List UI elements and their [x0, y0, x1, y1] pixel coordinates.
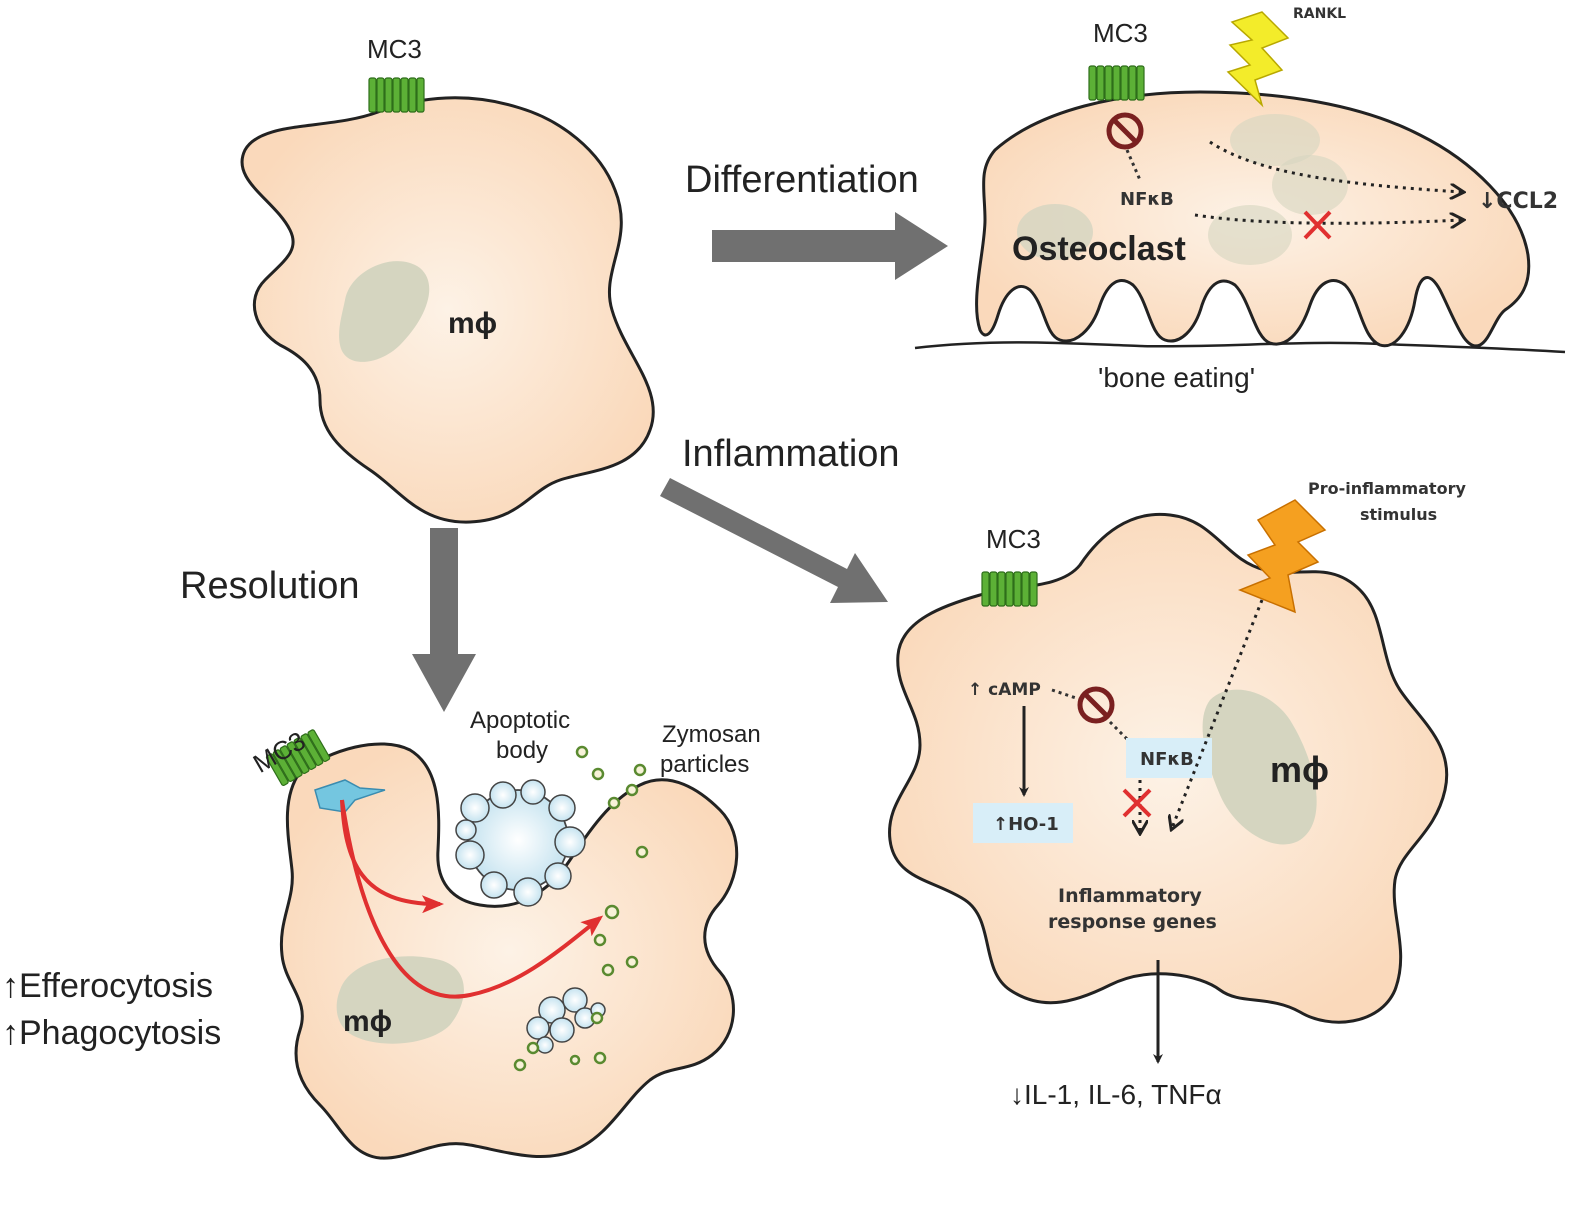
osteoclast-nucleus-3	[1272, 155, 1348, 215]
resolution-label: Resolution	[180, 565, 360, 607]
zymosan-label-1: Zymosan	[662, 721, 761, 748]
resting-macrophage-membrane	[240, 96, 655, 524]
camp-dotted-link	[1051, 688, 1083, 702]
cytokines-label: ↓IL-1, IL-6, TNFα	[1010, 1079, 1222, 1110]
mc3-receptor-inflamed	[981, 571, 1038, 607]
osteoclast-label: Osteoclast	[1012, 230, 1186, 268]
nfkb-box	[1126, 738, 1212, 778]
camp-label: ↑ cAMP	[968, 680, 1041, 700]
resolving-macrophage: mϕ MC3	[248, 707, 761, 1160]
mc3-receptor-resting	[368, 77, 425, 113]
inflamed-macrophage: mϕ MC3 Pro-inflammatory stimulus ↑ cAMP …	[888, 479, 1466, 1064]
resolution-arrow	[412, 528, 476, 712]
inflamed-macrophage-nucleus	[1202, 689, 1317, 845]
apoptotic-body	[455, 779, 586, 907]
pro-inflammatory-label-2: stimulus	[1360, 505, 1437, 524]
rankl-label: RANKL	[1293, 6, 1346, 22]
stimulus-dotted-arrow	[1172, 599, 1264, 828]
osteoclast-cell: MC3 NFκB Osteoclast RANKL ↓CCL2 'bone ea…	[914, 6, 1566, 393]
apoptotic-body-label-1: Apoptotic	[470, 707, 570, 734]
ccl2-label: ↓CCL2	[1478, 189, 1558, 214]
nfkb-label-osteoclast: NFκB	[1120, 189, 1174, 210]
mc3-nfkb-dotted-link	[1125, 149, 1142, 181]
blocked-cross-inflamed	[1122, 788, 1152, 818]
pro-inflammatory-lightning-icon	[1237, 499, 1327, 614]
rankl-ccl2-dotted-arrow	[1209, 140, 1462, 192]
blocked-cross-osteoclast	[1303, 210, 1332, 240]
bone-eating-label: 'bone eating'	[1098, 362, 1255, 393]
pro-inflammatory-label-1: Pro-inflammatory	[1308, 479, 1466, 498]
phagocytosis-label: ↑Phagocytosis	[2, 1014, 221, 1052]
osteoclast-nucleus-4	[1208, 205, 1292, 265]
osteoclast-nucleus-2	[1230, 114, 1320, 166]
mc3-receptor-osteoclast	[1088, 65, 1145, 101]
zymosan-label-2: particles	[660, 751, 749, 778]
mc3-label-osteoclast: MC3	[1093, 18, 1148, 48]
efferocytosis-label: ↑Efferocytosis	[2, 967, 213, 1005]
g-protein-icon	[314, 779, 386, 813]
resolving-macrophage-label: mϕ	[343, 1005, 392, 1038]
resting-macrophage-nucleus	[339, 261, 430, 362]
inflammatory-genes-label-1: Inflammatory	[1058, 885, 1202, 907]
inflammatory-genes-label-2: response genes	[1048, 911, 1217, 933]
phagocytosis-red-arrow	[340, 799, 604, 999]
engulfed-apoptotic-fragments	[526, 987, 606, 1054]
ho1-box	[973, 803, 1073, 843]
nfkb-label-inflamed: NFκB	[1140, 749, 1194, 770]
resting-macrophage-label: mϕ	[448, 307, 497, 340]
zymosan-particles	[513, 745, 649, 1072]
osteoclast-nucleus-1	[1017, 204, 1093, 260]
inflammation-arrow	[660, 478, 888, 603]
resting-macrophage: mϕ MC3	[240, 34, 655, 524]
apoptotic-body-label-2: body	[496, 737, 548, 764]
mc3-label-resting: MC3	[367, 34, 422, 64]
resolving-macrophage-membrane	[279, 742, 739, 1160]
resolving-macrophage-nucleus	[336, 956, 464, 1044]
differentiation-label: Differentiation	[685, 159, 919, 201]
ho1-label: ↑HO-1	[993, 814, 1059, 835]
inflammation-label: Inflammation	[682, 433, 900, 475]
mc3-label-inflamed: MC3	[986, 524, 1041, 554]
inflamed-macrophage-label: mϕ	[1270, 749, 1329, 790]
rankl-lightning-icon	[1226, 11, 1290, 108]
bone-surface-line	[914, 341, 1566, 354]
differentiation-arrow	[712, 212, 948, 280]
